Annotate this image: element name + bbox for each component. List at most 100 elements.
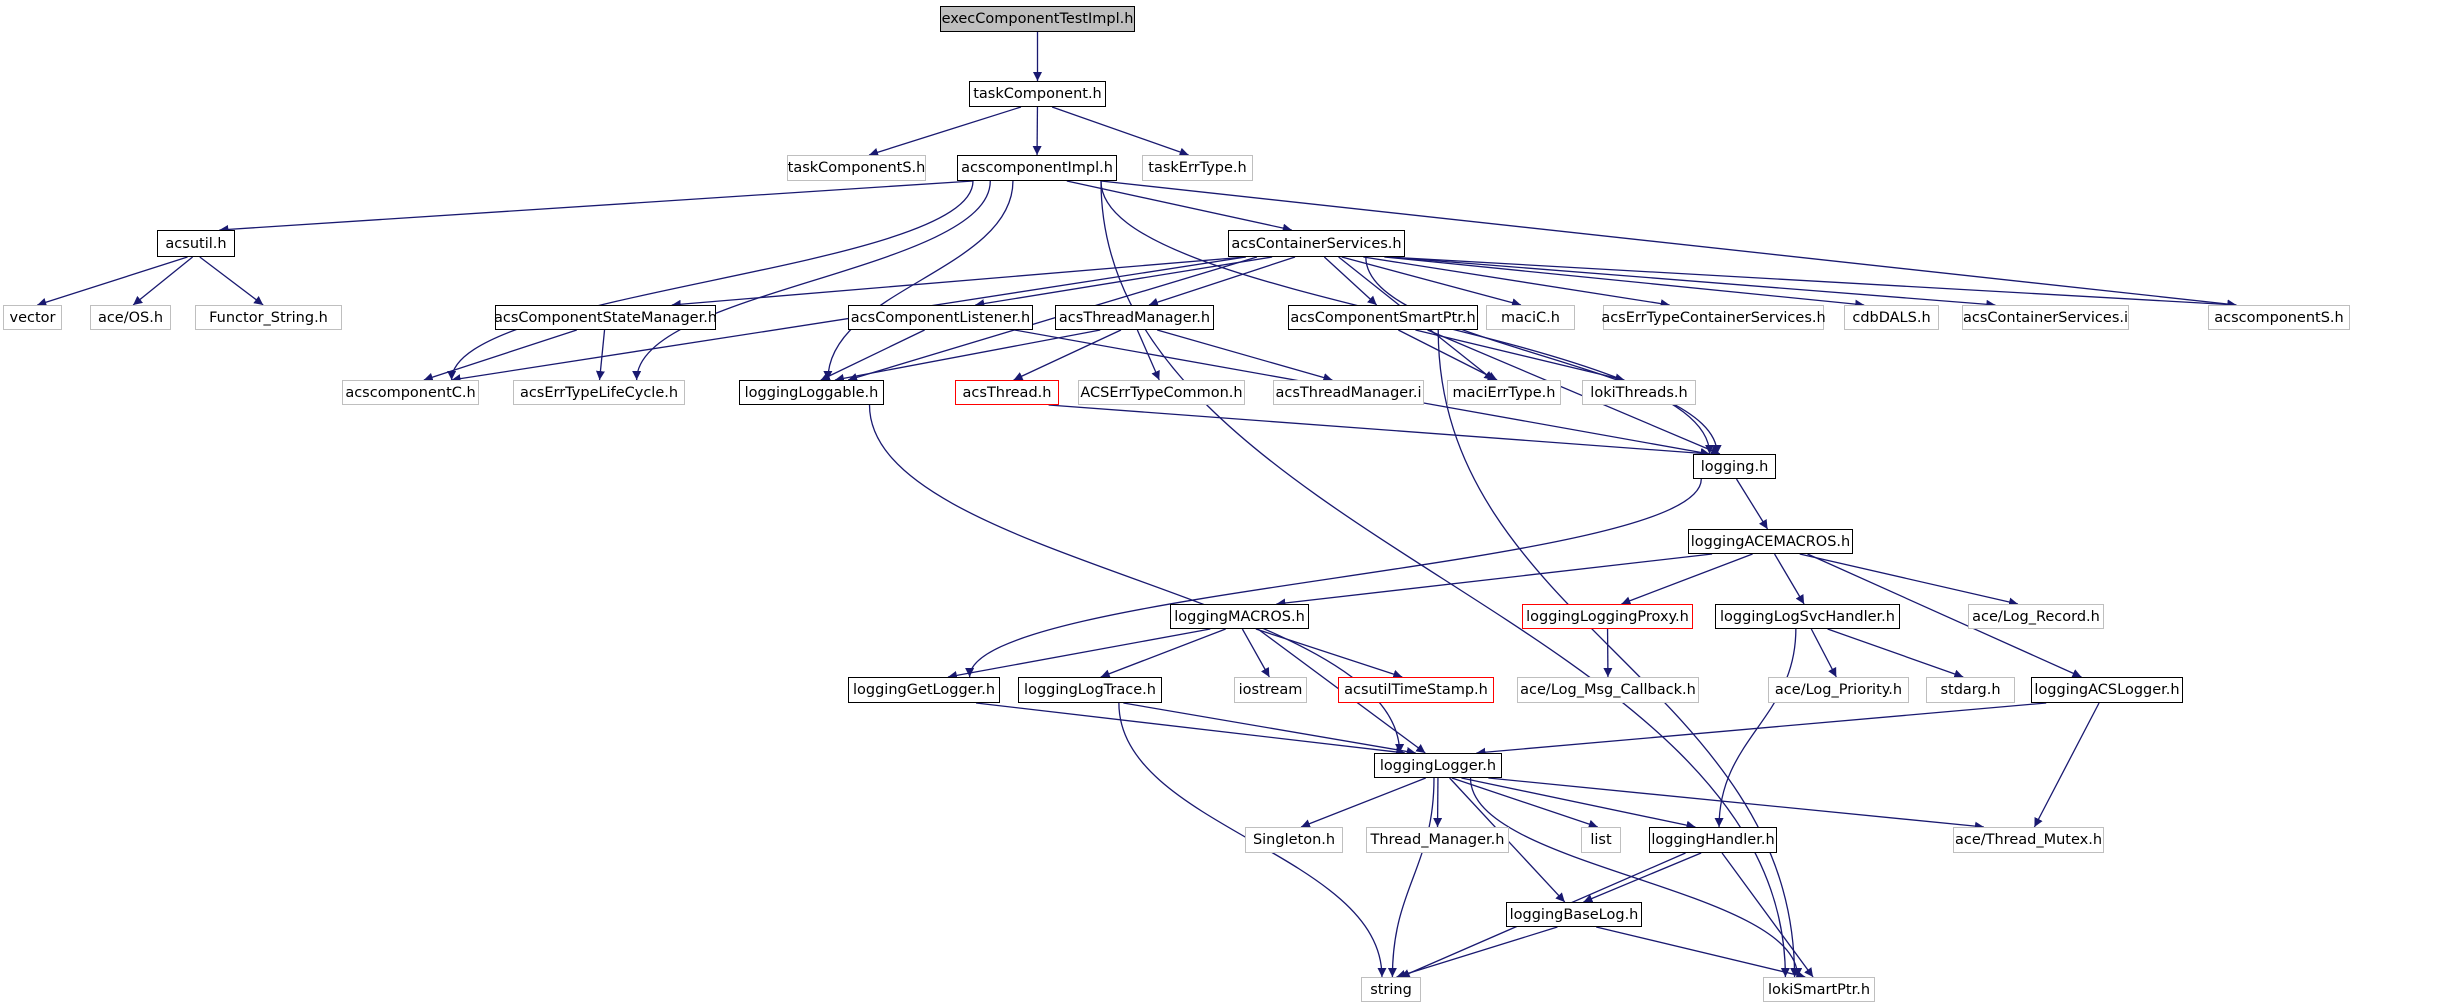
graph-node-acs-err-type-life-cycle[interactable]: acsErrTypeLifeCycle.h: [513, 380, 685, 405]
graph-node-ace-log-msg-callback[interactable]: ace/Log_Msg_Callback.h: [1517, 677, 1699, 703]
node-label: taskComponent.h: [973, 86, 1102, 102]
graph-node-logging-acemacros[interactable]: loggingACEMACROS.h: [1688, 529, 1853, 554]
graph-node-task-component[interactable]: taskComponent.h: [969, 81, 1106, 107]
graph-node-logging-macros[interactable]: loggingMACROS.h: [1170, 604, 1309, 629]
graph-node-loki-smart-ptr[interactable]: lokiSmartPtr.h: [1763, 977, 1875, 1002]
edge-acsutil-to-FunctorString: [199, 256, 264, 306]
graph-node-ace-log-record[interactable]: ace/Log_Record.h: [1968, 604, 2104, 629]
graph-node-logging-handler[interactable]: loggingHandler.h: [1649, 827, 1777, 853]
node-label: vector: [9, 309, 56, 326]
edge-acsThreadManager-to-acsThreadManagerI: [1157, 329, 1333, 382]
graph-node-acscomponent-impl[interactable]: acscomponentImpl.h: [957, 155, 1117, 181]
graph-node-acs-component-smart-ptr[interactable]: acsComponentSmartPtr.h: [1288, 305, 1478, 330]
graph-node-exec-component-test-impl: execComponentTestImpl.h: [940, 6, 1135, 32]
graph-node-acs-component-listener[interactable]: acsComponentListener.h: [848, 305, 1033, 330]
edge-taskComponent-to-taskErrType: [1051, 106, 1189, 157]
node-label: acsContainerServices.i: [1962, 309, 2129, 326]
edge-loggingACEMACROS-to-loggingACSLogger: [1807, 553, 2082, 678]
edge-acsContainerServices-to-cdbDALS: [1384, 256, 1865, 309]
graph-node-task-err-type[interactable]: taskErrType.h: [1142, 155, 1253, 181]
edge-acsThreadManager-to-acsThread: [1013, 329, 1122, 381]
edge-loggingLogger-to-loggingHandler: [1461, 777, 1696, 830]
graph-node-task-component-s[interactable]: taskComponentS.h: [787, 155, 926, 181]
node-label: acsContainerServices.h: [1231, 235, 1402, 252]
graph-node-logging-base-log[interactable]: loggingBaseLog.h: [1506, 902, 1642, 927]
graph-node-list[interactable]: list: [1581, 827, 1621, 853]
graph-node-acscomponent-c[interactable]: acscomponentC.h: [342, 380, 479, 405]
graph-node-acs-err-type-container-services[interactable]: acsErrTypeContainerServices.h: [1601, 305, 1826, 330]
edge-acsContainerServices-to-acsErrTypeContainerServices: [1363, 256, 1670, 309]
graph-node-logging-get-logger[interactable]: loggingGetLogger.h: [848, 677, 1000, 703]
edge-acsComponentSmartPtr-to-maciErrType: [1398, 329, 1498, 381]
graph-node-cdb-dals[interactable]: cdbDALS.h: [1844, 305, 1939, 330]
graph-node-logging-log-trace[interactable]: loggingLogTrace.h: [1018, 677, 1162, 703]
graph-node-logging-logging-proxy[interactable]: loggingLoggingProxy.h: [1522, 604, 1693, 629]
node-label: loggingLogger.h: [1379, 757, 1497, 774]
edge-acscomponentImpl-to-acsErrTypeLifeCycle: [632, 180, 991, 381]
graph-node-vector[interactable]: vector: [3, 305, 62, 330]
edge-loggingACEMACROS-to-loggingLogSvcHandler: [1774, 553, 1805, 605]
edge-loggingBaseLog-to-string: [1396, 926, 1558, 979]
graph-node-acsutil-time-stamp[interactable]: acsutilTimeStamp.h: [1338, 677, 1494, 703]
edge-acscomponentImpl-to-acscomponentS: [1100, 180, 2237, 309]
node-label: Thread_Manager.h: [1370, 832, 1505, 848]
graph-node-acs-thread-manager[interactable]: acsThreadManager.h: [1055, 305, 1214, 330]
graph-node-acs-thread[interactable]: acsThread.h: [955, 380, 1059, 405]
node-label: ace/Log_Record.h: [1972, 608, 2100, 625]
edge-loggingLogger-to-list: [1451, 777, 1598, 829]
edge-acsContainerServices-to-logging: [1365, 256, 1722, 455]
edge-acsThreadManager-to-ACSErrTypeCommon: [1136, 329, 1160, 381]
graph-node-acscomponent-s[interactable]: acscomponentS.h: [2208, 305, 2350, 330]
node-label: execComponentTestImpl.h: [941, 11, 1134, 27]
node-label: Singleton.h: [1252, 832, 1336, 848]
node-label: maciErrType.h: [1452, 384, 1556, 401]
node-label: ace/Thread_Mutex.h: [1954, 832, 2103, 848]
graph-node-maci-err-type[interactable]: maciErrType.h: [1447, 380, 1561, 405]
edge-acsutil-to-vector: [37, 256, 188, 307]
graph-node-stdarg[interactable]: stdarg.h: [1926, 677, 2015, 703]
graph-node-acs-thread-manager-i[interactable]: acsThreadManager.i: [1273, 380, 1424, 405]
graph-node-logging-loggable[interactable]: loggingLoggable.h: [739, 380, 884, 405]
edge-acscomponentImpl-to-acsContainerServices: [1066, 180, 1292, 233]
edge-acscomponentImpl-to-loggingLoggable: [823, 180, 1014, 381]
graph-node-acs-component-state-manager[interactable]: acsComponentStateManager.h: [494, 305, 718, 330]
graph-node-logging-acslogger[interactable]: loggingACSLogger.h: [2031, 677, 2183, 703]
graph-node-thread-manager[interactable]: Thread_Manager.h: [1366, 827, 1509, 853]
edge-logging-to-loggingGetLogger: [965, 478, 1702, 678]
node-label: acsThreadManager.h: [1058, 309, 1211, 326]
graph-node-acsutil[interactable]: acsutil.h: [157, 230, 235, 257]
graph-node-logging[interactable]: logging.h: [1693, 454, 1776, 479]
edge-loggingACEMACROS-to-loggingLoggingProxy: [1621, 553, 1753, 605]
graph-node-string[interactable]: string: [1361, 977, 1421, 1002]
node-label: acsutil.h: [165, 235, 227, 252]
graph-node-iostream[interactable]: iostream: [1234, 677, 1307, 703]
edge-loggingLogger-to-lokiSmartPtr: [1469, 777, 1803, 978]
edge-taskComponent-to-taskComponentS: [868, 106, 1022, 157]
graph-node-loki-threads[interactable]: lokiThreads.h: [1582, 380, 1696, 405]
node-label: stdarg.h: [1940, 682, 2001, 698]
graph-node-ace-thread-mutex[interactable]: ace/Thread_Mutex.h: [1953, 827, 2104, 853]
graph-node-maci-c[interactable]: maciC.h: [1486, 305, 1575, 330]
node-label: string: [1370, 981, 1412, 998]
graph-node-acs-container-services-i[interactable]: acsContainerServices.i: [1962, 305, 2129, 330]
node-label: taskErrType.h: [1148, 160, 1247, 176]
graph-node-ace-os[interactable]: ace/OS.h: [90, 305, 171, 330]
edge-loggingMACROS-to-loggingLogTrace: [1100, 628, 1226, 678]
edge-loggingHandler-to-lokiSmartPtr: [1721, 852, 1814, 978]
graph-node-acs-container-services[interactable]: acsContainerServices.h: [1228, 230, 1405, 257]
node-label: acsComponentSmartPtr.h: [1290, 309, 1476, 326]
graph-node-ace-log-priority[interactable]: ace/Log_Priority.h: [1768, 677, 1909, 703]
edge-acsThreadManager-to-loggingLoggable: [834, 329, 1101, 383]
graph-node-acserr-type-common[interactable]: ACSErrTypeCommon.h: [1078, 380, 1245, 405]
graph-node-logging-logger[interactable]: loggingLogger.h: [1374, 753, 1502, 778]
graph-node-singleton[interactable]: Singleton.h: [1245, 827, 1343, 853]
graph-node-functor-string[interactable]: Functor_String.h: [195, 305, 342, 330]
node-label: acscomponentC.h: [345, 384, 476, 401]
graph-node-logging-log-svc-handler[interactable]: loggingLogSvcHandler.h: [1715, 604, 1900, 629]
edge-acsContainerServices-to-acsComponentSmartPtr: [1323, 256, 1378, 306]
node-label: acsComponentStateManager.h: [494, 309, 718, 326]
node-label: taskComponentS.h: [787, 160, 926, 176]
node-label: acscomponentImpl.h: [961, 160, 1113, 176]
edge-acsThread-to-logging: [1048, 404, 1710, 458]
